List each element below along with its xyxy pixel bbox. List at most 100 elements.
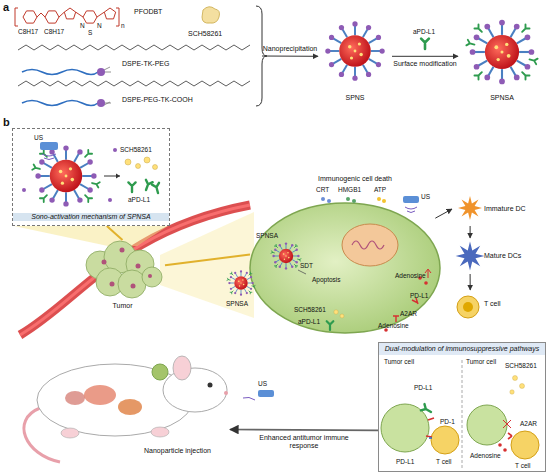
tumor-mass (86, 241, 162, 298)
text-label: SCH58261 (505, 362, 537, 369)
pathway-illustration (520, 384, 525, 389)
light-beam (14, 226, 168, 246)
tumor-mass (142, 267, 162, 287)
text-label: PD-L1 (396, 458, 414, 465)
tumor-mass (120, 248, 125, 253)
immune-cells (463, 302, 473, 312)
nanoparticle: SPNS (318, 14, 392, 108)
tumor-cell (342, 224, 398, 266)
text-label: aPD-L1 (128, 196, 150, 203)
edge-label: Surface modification (393, 60, 457, 68)
tumor-mass (110, 282, 115, 287)
inset-illustration (125, 157, 158, 170)
text-label: PD-L1 (414, 384, 432, 391)
mouse-illustration (61, 428, 79, 438)
text-label: SPNSA (226, 300, 248, 307)
node-label: Mature DCs (484, 252, 546, 260)
inset-illustration (22, 148, 117, 202)
text-label: n (121, 22, 125, 29)
nanoparticle: SPNSA (458, 14, 546, 108)
light-beam (14, 212, 254, 318)
inset-illustration (128, 182, 135, 192)
node-label: PFODBT (134, 8, 194, 16)
text-label: C8H17 (18, 28, 38, 35)
text-label: A2AR (520, 420, 537, 427)
tumor-cell (271, 242, 301, 269)
text-label: US (258, 380, 267, 387)
pathway-illustration (426, 418, 434, 437)
node-label: SCH58261 (188, 30, 248, 38)
inset-illustration (153, 165, 158, 170)
pathway-illustration (513, 376, 518, 381)
node-label: SPNSA (458, 94, 546, 102)
tumor-mass (118, 270, 146, 298)
nanoparticle (325, 21, 385, 81)
polymer-structure (15, 8, 119, 26)
pathway-illustration (510, 376, 525, 395)
text-label: SCH58261 (294, 306, 326, 313)
lipid-structure (104, 67, 111, 105)
node-label: Nanoparticle injection (130, 447, 225, 455)
polymer-structure (45, 11, 59, 23)
tumor-cell (340, 314, 344, 318)
polymer-structure (15, 8, 18, 26)
text-label: A2AR (400, 310, 417, 317)
pathway-illustration (429, 437, 432, 439)
tumor-cell (377, 197, 381, 201)
text-label: a (3, 1, 9, 13)
text-label: Adenosine (395, 272, 426, 279)
polymer-structure (64, 8, 75, 19)
tumor-mass (102, 260, 107, 265)
tumor-cell (327, 199, 331, 203)
inset-illustration (42, 154, 56, 160)
pathway-illustration (498, 443, 502, 447)
antibody-icon (421, 39, 429, 49)
nanoparticle (325, 20, 537, 85)
polymer-structure (83, 11, 97, 23)
outside-nanoparticle (227, 270, 255, 296)
polymer-structure (23, 11, 37, 23)
pathway-illustration (381, 360, 539, 468)
mouse-illustration (224, 391, 228, 395)
outside-nanoparticle (227, 270, 255, 296)
connector (165, 255, 250, 266)
lipid-structure (18, 45, 250, 106)
text-label: C8H17 (44, 28, 64, 35)
tumor-cell (298, 270, 306, 274)
tumor-cell (346, 197, 350, 201)
inset-illustration (22, 142, 161, 207)
lipid-structure (22, 70, 98, 75)
dendritic-cell: Immature DC (452, 192, 547, 226)
text-label: HMGB1 (338, 186, 361, 193)
tumor-cell (250, 203, 440, 333)
edge-label: Enhanced antitumor immune response (244, 434, 364, 450)
dendritic-cell: Mature DCs (452, 238, 547, 274)
connector (107, 226, 123, 240)
text-label: US (34, 134, 43, 141)
mouse: Nanoparticle injection (20, 335, 230, 470)
pathway-illustration (462, 360, 463, 468)
tumor-cell (346, 197, 356, 203)
connector (230, 429, 378, 431)
inset-illustration (152, 183, 161, 194)
text-label: US (421, 193, 430, 200)
node-label: T cell (484, 300, 520, 308)
mouse-illustration (243, 397, 255, 400)
lipid-head (97, 99, 105, 107)
inset-illustration (22, 188, 26, 192)
tumor-cell (382, 199, 386, 203)
inset-illustration (32, 145, 100, 206)
inset-illustration (136, 164, 141, 169)
text-label: Tumor cell (384, 358, 414, 365)
node-label: Sono-activation mechanism of SPNSA (13, 213, 169, 221)
inset-illustration (125, 159, 131, 165)
tumor: Tumor (80, 240, 165, 312)
pathway-illustration (510, 390, 514, 394)
text-label: N (80, 22, 85, 29)
mouse-illustration (24, 356, 274, 462)
polymer-structure (116, 8, 119, 26)
node-label: DSPE-PEG-TK-COOH (122, 96, 222, 104)
light-beam (160, 212, 254, 318)
node-label: Immunogenic cell death (290, 175, 420, 183)
tumor-cell (425, 269, 431, 278)
